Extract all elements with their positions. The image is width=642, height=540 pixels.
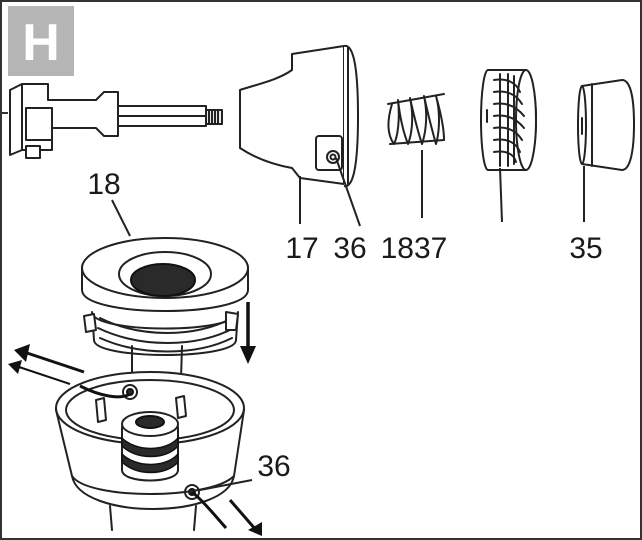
label-36-bottom: 36	[257, 450, 290, 483]
shaft-housing-part	[9, 83, 223, 159]
leader-18	[111, 199, 131, 237]
part-35-knob	[577, 79, 635, 171]
label-35: 35	[569, 232, 602, 265]
spool-assembly-inserted	[81, 237, 249, 501]
leader-36-top	[335, 157, 361, 227]
trimmer-line-strands	[79, 384, 228, 529]
pull-arrow-left	[8, 344, 85, 385]
step-letter: H	[22, 14, 60, 72]
spring-part	[387, 93, 445, 145]
leader-36-bottom	[199, 479, 253, 491]
inner-spring-post	[121, 411, 179, 482]
step-badge: H	[8, 6, 74, 76]
pull-arrow-right	[228, 499, 262, 536]
label-18: 18	[87, 168, 120, 201]
leader-spool	[499, 167, 503, 223]
part-17-cap	[239, 44, 359, 188]
insert-direction-arrow	[240, 302, 256, 364]
line-spool-part	[480, 69, 537, 171]
label-17: 17	[285, 232, 318, 265]
label-1837: 1837	[381, 232, 448, 265]
label-36-top: 36	[333, 232, 366, 265]
